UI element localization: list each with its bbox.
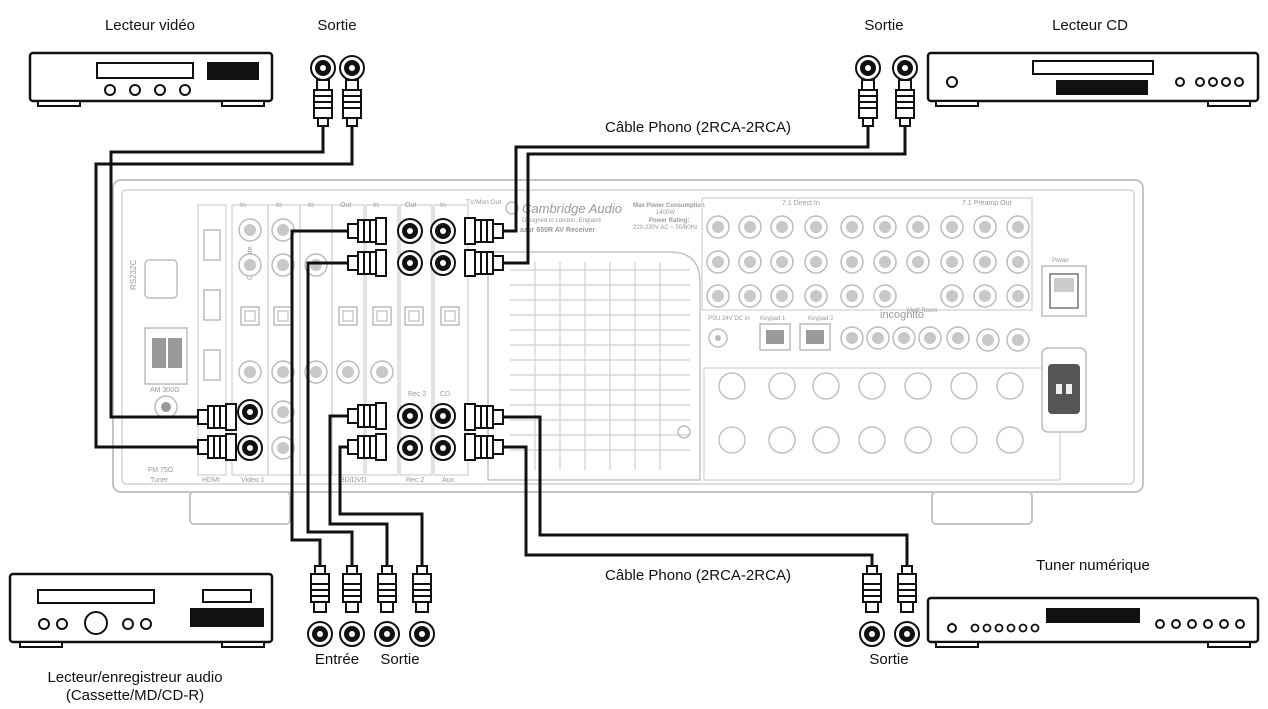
- svg-text:Out: Out: [405, 202, 416, 209]
- svg-text:FM 75Ω: FM 75Ω: [148, 467, 173, 474]
- audio-recorder-device: [8, 572, 274, 648]
- svg-text:1400W: 1400W: [656, 210, 675, 216]
- cd-player-label: Lecteur CD: [1052, 17, 1128, 34]
- svg-text:7.1 Direct In: 7.1 Direct In: [782, 200, 820, 207]
- svg-text:HDMI: HDMI: [202, 477, 220, 484]
- digital-tuner-plugs: [859, 565, 920, 647]
- svg-text:In: In: [276, 202, 282, 209]
- rs232-port: RS232C: [129, 259, 178, 299]
- digital-tuner-device: [926, 596, 1260, 648]
- cd-player-device: [926, 51, 1260, 107]
- svg-text:Aux: Aux: [442, 477, 455, 484]
- svg-text:Tuner: Tuner: [150, 477, 169, 484]
- svg-text:Rec 2: Rec 2: [406, 477, 424, 484]
- svg-text:Keypad 2: Keypad 2: [808, 316, 834, 322]
- cd-player-output-plugs: [855, 55, 918, 127]
- hdmi-column: HDMI: [197, 204, 227, 484]
- svg-text:Max Power Consumption: Max Power Consumption: [633, 203, 705, 209]
- cable-top-label: Câble Phono (2RCA-2RCA): [605, 119, 791, 136]
- svg-text:Out: Out: [340, 202, 351, 209]
- receiver-back-panel: RS232C AM 300Ω FM 75Ω Tuner HDMI: [112, 179, 1144, 525]
- svg-text:CD: CD: [440, 391, 450, 398]
- svg-text:220-230V AC ~ 50/60Hz: 220-230V AC ~ 50/60Hz: [633, 225, 698, 231]
- video-player-device: [28, 51, 274, 107]
- digital-tuner-label: Tuner numérique: [1036, 557, 1150, 574]
- multichannel-connectors: 7.1 Direct In 7.1 Preamp Out Multi Room …: [701, 197, 1087, 481]
- audio-recorder-label-line1: Lecteur/enregistreur audio: [47, 669, 222, 686]
- svg-text:TV/Mon Out: TV/Mon Out: [466, 199, 501, 206]
- svg-text:In: In: [308, 202, 314, 209]
- svg-text:In: In: [240, 202, 246, 209]
- svg-text:Multi Room: Multi Room: [907, 308, 937, 314]
- svg-text:azur 650R AV Receiver: azur 650R AV Receiver: [520, 227, 595, 234]
- output-top-right-label: Sortie: [864, 17, 903, 34]
- svg-text:AM 300Ω: AM 300Ω: [150, 387, 179, 394]
- brand-area: Cambridge Audio Designed in London, Engl…: [487, 201, 705, 481]
- audio-recorder-label-line2: (Cassette/MD/CD-R): [66, 687, 204, 704]
- svg-text:7.1 Preamp Out: 7.1 Preamp Out: [962, 200, 1011, 207]
- svg-text:Power: Power: [1052, 258, 1069, 264]
- audio-recorder-plugs: [307, 565, 435, 647]
- output-bottom-label: Sortie: [380, 651, 419, 668]
- output-top-left-label: Sortie: [317, 17, 356, 34]
- antenna-terminals: AM 300Ω FM 75Ω Tuner: [144, 327, 188, 484]
- svg-text:In: In: [440, 202, 446, 209]
- cable-bottom-label: Câble Phono (2RCA-2RCA): [605, 567, 791, 584]
- svg-text:Rec 2: Rec 2: [408, 391, 426, 398]
- cables: [94, 118, 909, 566]
- output-bottom-right-label: Sortie: [869, 651, 908, 668]
- svg-text:incognito: incognito: [880, 309, 924, 321]
- video-player-output-plugs: [310, 55, 365, 127]
- svg-text:Designed in London, England: Designed in London, England: [522, 218, 601, 224]
- svg-text:Keypad 1: Keypad 1: [760, 316, 786, 322]
- svg-text:PSU 24V DC In: PSU 24V DC In: [708, 316, 750, 322]
- svg-text:Video 1: Video 1: [241, 477, 265, 484]
- svg-text:Cambridge Audio: Cambridge Audio: [522, 201, 622, 216]
- svg-text:In: In: [373, 202, 379, 209]
- svg-text:BD/DVD: BD/DVD: [340, 477, 366, 484]
- input-bottom-label: Entrée: [315, 651, 359, 668]
- svg-text:Power Rating:: Power Rating:: [649, 218, 689, 224]
- video-player-label: Lecteur vidéo: [105, 17, 195, 34]
- svg-text:RS232C: RS232C: [129, 260, 138, 290]
